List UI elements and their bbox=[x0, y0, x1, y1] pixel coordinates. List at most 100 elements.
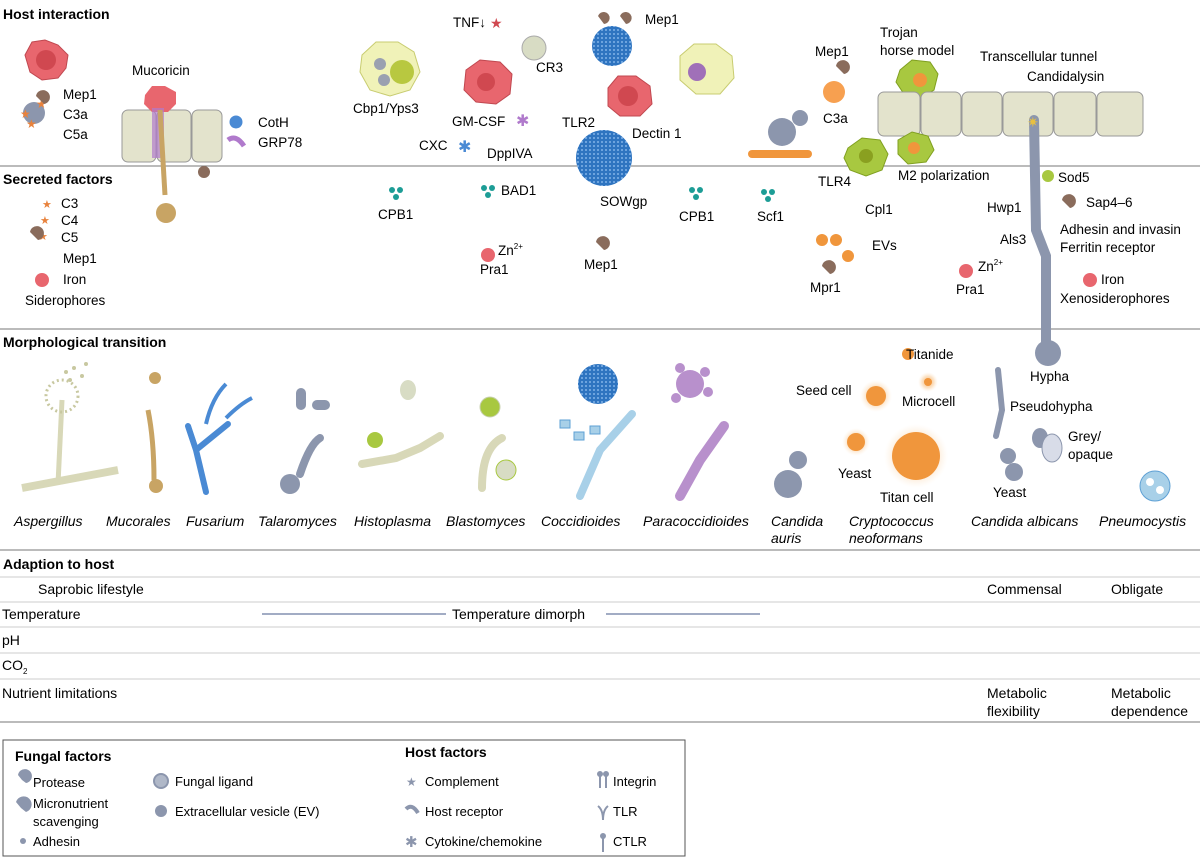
legend-adhesin: Adhesin bbox=[33, 834, 80, 849]
fungal-ligand-icon bbox=[153, 773, 169, 789]
label-mpr1: Mpr1 bbox=[810, 280, 841, 295]
label-candidalysin: Candidalysin bbox=[1027, 69, 1104, 84]
label-mep1-top: Mep1 bbox=[645, 12, 679, 27]
aspergillus-morph bbox=[21, 362, 119, 492]
zn-icon-a bbox=[481, 248, 495, 262]
label-seed-cell: Seed cell bbox=[796, 383, 852, 398]
label-zn-b: Zn2+ bbox=[978, 258, 1003, 274]
organism-talaromyces: Talaromyces bbox=[258, 513, 337, 529]
label-yeast-albicans: Yeast bbox=[993, 485, 1027, 500]
label-trojan-1: Trojan bbox=[880, 25, 918, 40]
legend-fungal-title: Fungal factors bbox=[15, 748, 112, 764]
yeast-with-complement: ★ ★ ★ bbox=[20, 90, 50, 131]
svg-text:★: ★ bbox=[36, 97, 47, 111]
organism-cryptococcus-1: Cryptococcus bbox=[849, 513, 934, 529]
label-m2-polarization: M2 polarization bbox=[898, 168, 990, 183]
label-cxc: CXC bbox=[419, 138, 448, 153]
label-sap4-6: Sap4–6 bbox=[1086, 195, 1133, 210]
complement-icon: ★ bbox=[406, 775, 417, 789]
paracoccidioides-morph bbox=[671, 363, 729, 501]
label-microcell: Microcell bbox=[902, 394, 955, 409]
organism-fusarium: Fusarium bbox=[186, 513, 245, 529]
row-metabolic-dep-2: dependence bbox=[1111, 703, 1188, 719]
legend-integrin: Integrin bbox=[613, 774, 656, 789]
label-c5a-left: C5a bbox=[63, 127, 88, 142]
section-title-secreted-factors: Secreted factors bbox=[3, 171, 113, 187]
pneumocystis-morph bbox=[1139, 470, 1171, 502]
label-pra1-a: Pra1 bbox=[480, 262, 509, 277]
legend-tlr: TLR bbox=[613, 804, 638, 819]
legend-cytokine: Cytokine/chemokine bbox=[425, 834, 542, 849]
row-metabolic-dep-1: Metabolic bbox=[1111, 685, 1171, 701]
section-title-morphological-transition: Morphological transition bbox=[3, 334, 166, 350]
legend-micronutrient-1: Micronutrient bbox=[33, 796, 109, 811]
label-cpb1-b: CPB1 bbox=[679, 209, 714, 224]
histoplasma-morph bbox=[358, 380, 444, 468]
svg-text:✷: ✷ bbox=[1027, 114, 1039, 130]
organism-coccidioides: Coccidioides bbox=[541, 513, 620, 529]
row-obligate: Obligate bbox=[1111, 581, 1163, 597]
coccidioides-spherule-top bbox=[592, 12, 632, 66]
legend-fungal-ligand: Fungal ligand bbox=[175, 774, 253, 789]
label-tlr2: TLR2 bbox=[562, 115, 595, 130]
legend-micronutrient-2: scavenging bbox=[33, 814, 99, 829]
label-tnf: TNF↓ bbox=[453, 15, 486, 30]
protease-icon-sap bbox=[1062, 194, 1076, 208]
legend-complement: Complement bbox=[425, 774, 499, 789]
row-commensal: Commensal bbox=[987, 581, 1062, 597]
label-dectin1: Dectin 1 bbox=[632, 126, 682, 141]
label-zn-a: Zn2+ bbox=[498, 242, 523, 258]
cxc-icon: ✱ bbox=[458, 139, 471, 156]
cpb1-dots-a bbox=[389, 187, 403, 200]
trojan-horse-cells bbox=[895, 59, 939, 99]
label-c3: C3 bbox=[61, 196, 78, 211]
section-title-adaption-to-host: Adaption to host bbox=[3, 556, 115, 572]
mucorales-morph bbox=[145, 372, 163, 493]
section-title-host-interaction: Host interaction bbox=[3, 6, 110, 22]
row-metabolic-flex-1: Metabolic bbox=[987, 685, 1047, 701]
complement-stars-left: ★ ★ ★ bbox=[38, 199, 52, 243]
protease-icon-mid bbox=[596, 236, 610, 250]
integrin-icon bbox=[597, 771, 609, 788]
label-xenosiderophores: Xenosiderophores bbox=[1060, 291, 1170, 306]
label-hypha: Hypha bbox=[1030, 369, 1070, 384]
organism-cryptococcus-2: neoformans bbox=[849, 530, 923, 546]
label-grey: Grey/ bbox=[1068, 429, 1101, 444]
iron-icon-left bbox=[35, 273, 49, 287]
organism-histoplasma: Histoplasma bbox=[354, 513, 431, 529]
ev-dots bbox=[816, 234, 854, 262]
zn-icon-b bbox=[959, 264, 973, 278]
label-iron-left: Iron bbox=[63, 272, 86, 287]
svg-text:★: ★ bbox=[38, 231, 48, 243]
talaromyces-morph bbox=[280, 388, 330, 494]
label-hwp1: Hwp1 bbox=[987, 200, 1022, 215]
label-opaque: opaque bbox=[1068, 447, 1113, 462]
label-mep1-left: Mep1 bbox=[63, 87, 97, 102]
adhesin-icon bbox=[20, 838, 26, 844]
label-tlr4: TLR4 bbox=[818, 174, 852, 189]
row-saprobic: Saprobic lifestyle bbox=[38, 581, 144, 597]
label-iron-right: Iron bbox=[1101, 272, 1124, 287]
label-mep1-secreted: Mep1 bbox=[63, 251, 97, 266]
organism-candida-auris-2: auris bbox=[771, 530, 801, 546]
label-transcellular-tunnel: Transcellular tunnel bbox=[980, 49, 1097, 64]
organism-candida-albicans: Candida albicans bbox=[971, 513, 1078, 529]
ev-icon bbox=[155, 805, 167, 817]
protease-icon bbox=[18, 769, 32, 783]
row-co2: CO2 bbox=[2, 657, 28, 676]
label-sod5: Sod5 bbox=[1058, 170, 1090, 185]
label-mep1-mid: Mep1 bbox=[584, 257, 618, 272]
candida-auris-adhesion bbox=[748, 110, 812, 158]
label-cpl1: Cpl1 bbox=[865, 202, 893, 217]
candida-albicans-hypha: ✷ bbox=[1027, 114, 1061, 366]
label-siderophores: Siderophores bbox=[25, 293, 106, 308]
m2-macrophages bbox=[843, 131, 935, 177]
label-dppiva: DppIVA bbox=[487, 146, 533, 161]
paracoccidioides-macrophage bbox=[679, 43, 735, 95]
legend-host-receptor: Host receptor bbox=[425, 804, 504, 819]
epithelium-candida bbox=[877, 91, 1144, 137]
label-cbp1-yps3: Cbp1/Yps3 bbox=[353, 101, 419, 116]
label-titanide: Titanide bbox=[906, 347, 954, 362]
row-temp-dimorph: Temperature dimorph bbox=[452, 606, 585, 622]
